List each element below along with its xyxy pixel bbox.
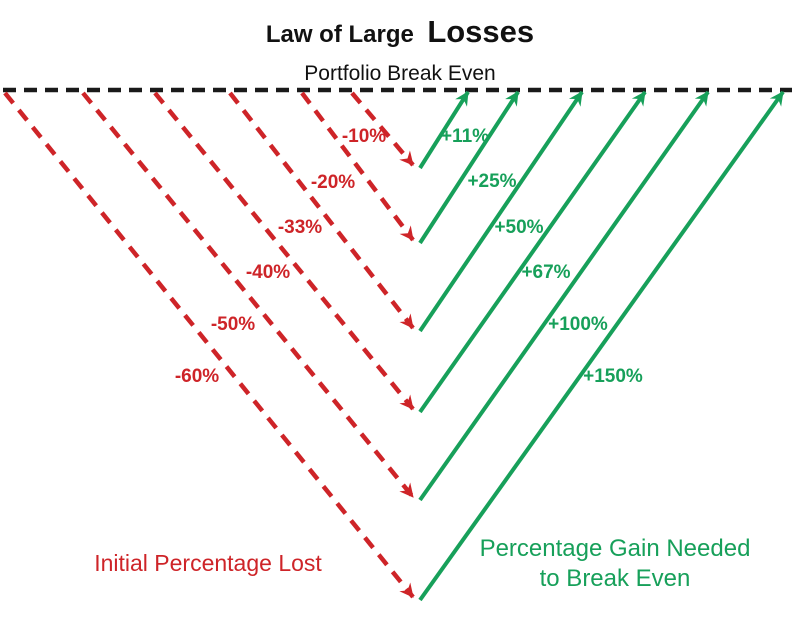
loss-arrow--50% [81,91,415,499]
gain-arrow-+11% [418,90,470,170]
loss-arrow--40% [153,91,415,411]
gain-arrow-+25% [418,90,520,245]
gain-arrow-+67% [418,90,647,414]
gain-value-label: +11% [441,126,489,147]
loss-value-label: -50% [211,314,255,335]
loss-value-label: -60% [175,366,219,387]
page-title: Law of Large Losses [266,14,534,49]
gain-value-label: +50% [494,217,543,238]
page-title-part1: Law of Large [266,21,414,48]
loss-caption: Initial Percentage Lost [94,550,322,576]
gain-caption-line1: Percentage Gain Needed [480,535,751,562]
loss-value-label: -10% [342,126,386,147]
loss-arrow--60% [3,91,415,599]
gain-value-label: +67% [521,262,570,283]
loss-value-label: -40% [246,262,290,283]
gain-value-label: +25% [467,171,516,192]
gain-arrow-+50% [418,90,584,333]
arrows-group: -10% +11% -20% +25% -33% +50% -40% +67% -50% +100… [3,90,785,602]
gain-value-label: +150% [583,366,643,387]
gain-caption-line2: to Break Even [540,565,691,592]
gain-value-label: +100% [548,314,608,335]
loss-arrow--33% [228,91,415,330]
loss-arrow--20% [300,91,415,242]
page-title-part2: Losses [427,14,534,49]
gain-arrow-+100% [418,90,710,502]
break-even-label: Portfolio Break Even [304,62,495,85]
loss-arrow--10% [350,91,415,167]
gain-arrow-+150% [418,90,785,602]
loss-value-label: -20% [311,172,355,193]
loss-value-label: -33% [278,217,322,238]
